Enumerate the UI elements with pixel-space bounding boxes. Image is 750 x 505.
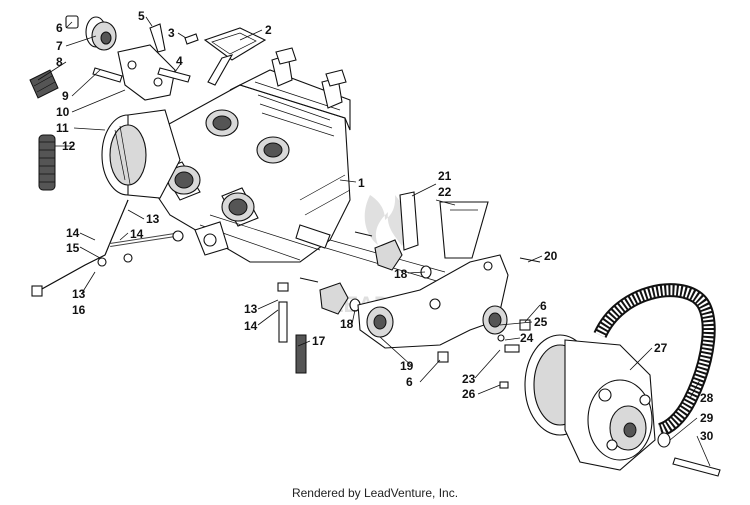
pin-3-clip-5 [149, 23, 199, 53]
callout-22: 22 [438, 185, 452, 199]
engine-block [139, 47, 446, 283]
brackets-21-22 [399, 191, 489, 259]
bracket-10 [92, 44, 176, 101]
callout-16: 16 [72, 303, 86, 317]
bolt-4 [157, 67, 191, 83]
pulley-6-7 [65, 15, 117, 51]
callout-14-c: 14 [244, 319, 258, 333]
callout-26: 26 [462, 387, 476, 401]
callout-11: 11 [56, 121, 69, 135]
callout-6-b: 6 [406, 375, 413, 389]
fuel-pump [194, 221, 229, 256]
fuel-lines [31, 199, 184, 297]
callout-labels: 6 7 8 9 10 11 12 5 3 4 2 1 13 14 14 15 1… [56, 9, 714, 443]
callout-5: 5 [138, 9, 145, 23]
belt-28 [593, 283, 716, 437]
mount-plate [357, 254, 541, 389]
callout-24: 24 [520, 331, 534, 345]
callout-1: 1 [358, 176, 365, 190]
callout-10: 10 [56, 105, 70, 119]
callout-25: 25 [534, 315, 548, 329]
callout-14-a: 14 [130, 227, 144, 241]
callout-6-c: 6 [540, 299, 547, 313]
callout-13-a: 13 [146, 212, 160, 226]
line-17 [277, 282, 307, 374]
spring-8 [29, 69, 59, 99]
leader-lines [37, 16, 711, 467]
callout-7: 7 [56, 39, 63, 53]
callout-12: 12 [62, 139, 76, 153]
footer-credit: Rendered by LeadVenture, Inc. [291, 486, 459, 500]
spring-12 [38, 134, 56, 191]
callout-21: 21 [438, 169, 452, 183]
callout-27: 27 [654, 341, 668, 355]
callout-14-b: 14 [66, 226, 80, 240]
callout-19: 19 [400, 359, 414, 373]
callout-4: 4 [176, 54, 183, 68]
flywheel-cover [101, 109, 181, 199]
callout-3: 3 [168, 26, 175, 40]
callout-9: 9 [62, 89, 69, 103]
washer-29-bolt-30 [657, 432, 721, 477]
clutch-27 [524, 334, 656, 471]
callout-15: 15 [66, 241, 80, 255]
callout-30: 30 [700, 429, 714, 443]
callout-18-a: 18 [394, 267, 408, 281]
callout-23: 23 [462, 372, 476, 386]
washers-18 [299, 231, 432, 315]
callout-20: 20 [544, 249, 558, 263]
callout-13-b: 13 [72, 287, 86, 301]
callout-17: 17 [312, 334, 326, 348]
callout-2: 2 [265, 23, 272, 37]
callout-13-c: 13 [244, 302, 258, 316]
callout-28: 28 [700, 391, 714, 405]
handle-2 [203, 27, 267, 86]
callout-6: 6 [56, 21, 63, 35]
callout-8: 8 [56, 55, 63, 69]
callout-29: 29 [700, 411, 714, 425]
callout-18-b: 18 [340, 317, 354, 331]
